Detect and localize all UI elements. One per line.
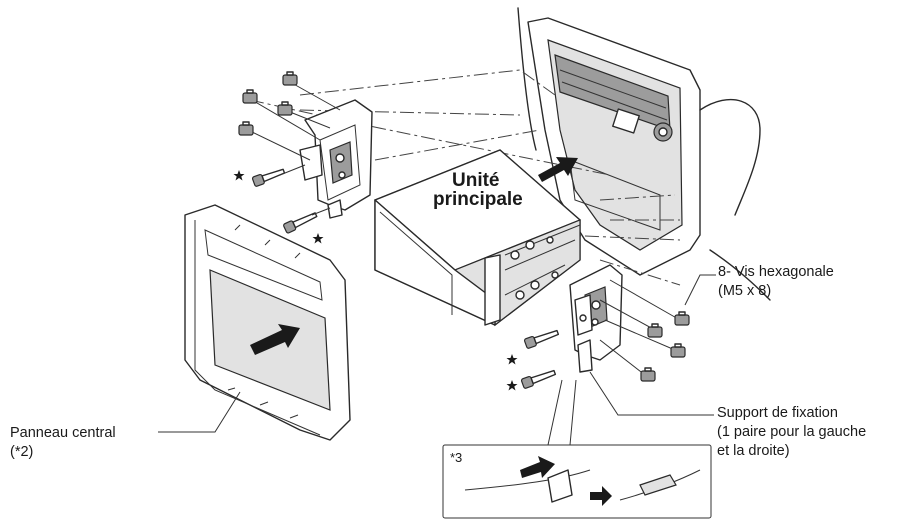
detail-inset <box>442 444 712 519</box>
center-panel-label-line2: (*2) <box>10 444 34 460</box>
dashboard-opening <box>517 7 771 301</box>
main-unit-drawing <box>374 149 581 327</box>
main-unit-label-line1: Unité <box>452 170 500 191</box>
right-screws <box>506 279 690 391</box>
left-screws <box>233 71 341 244</box>
hex-screw-label-line2: (M5 x 8) <box>718 283 772 299</box>
leader-lines <box>158 274 716 446</box>
right-mounting-bracket <box>569 264 623 373</box>
bracket-label-line2: (1 paire pour la gauche <box>717 424 867 440</box>
center-panel-label-line1: Panneau central <box>10 425 116 441</box>
main-unit-label-line2: principale <box>433 189 523 210</box>
hex-screw-label-line1: 8- Vis hexagonale <box>718 264 834 280</box>
bracket-label-line3: et la droite) <box>717 443 790 459</box>
bracket-label-line1: Support de fixation <box>717 405 838 421</box>
detail-reference-label: *3 <box>450 450 463 465</box>
center-panel-drawing <box>184 204 351 441</box>
left-mounting-bracket <box>299 99 373 219</box>
